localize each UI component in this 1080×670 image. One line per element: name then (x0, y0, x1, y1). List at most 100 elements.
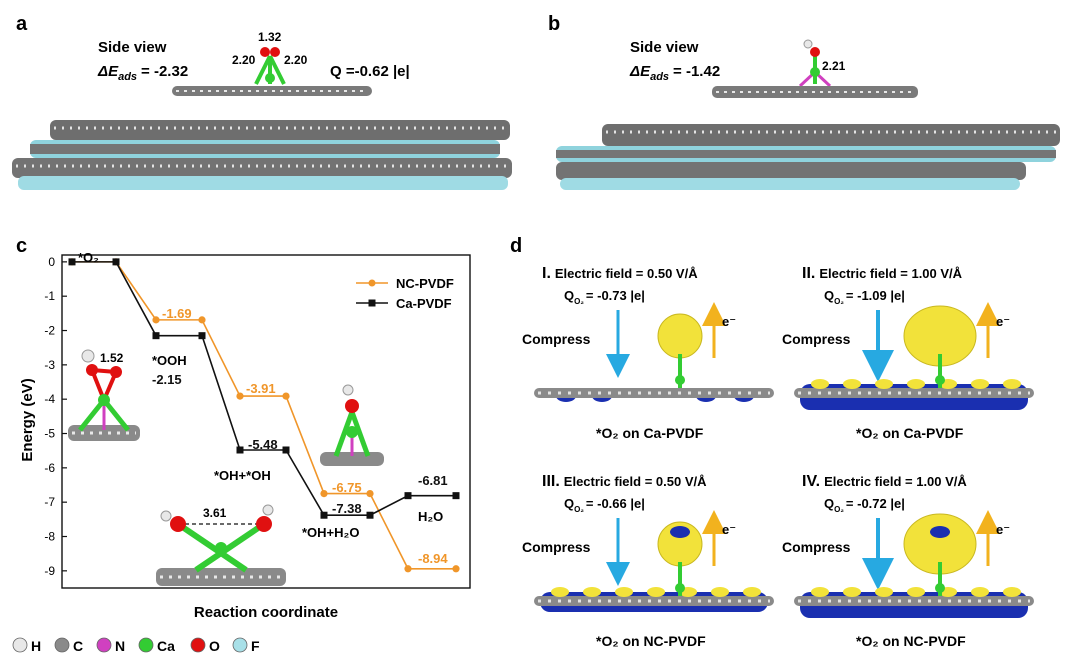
cell-caption: *O₂ on Ca-PVDF (856, 425, 964, 441)
o2-charge-isosurface (657, 313, 703, 359)
legend-atom-label: F (251, 638, 260, 654)
panel-a-bond-left: 2.20 (232, 53, 256, 67)
series-nc-pvdf (68, 258, 460, 573)
inset-oh-oh-bond: 3.61 (203, 506, 227, 520)
charge-density-cell-2: II.Electric field = 1.00 V/Å QO₂= -1.09 |… (782, 265, 1034, 441)
legend-nc-label: NC-PVDF (396, 276, 454, 291)
compress-label: Compress (522, 331, 591, 347)
charge-accumulation-region (907, 379, 925, 389)
inset-oh-structure (320, 384, 384, 466)
state-label-h2o: H₂O (418, 509, 443, 524)
charge-accumulation-region (843, 587, 861, 597)
data-label-ca-4: -6.81 (418, 473, 448, 488)
cell-charge-label: QO₂= -0.66 |e| (564, 496, 645, 514)
data-point (404, 492, 412, 500)
legend-nc-marker (368, 279, 376, 287)
charge-accumulation-region (875, 379, 893, 389)
charge-accumulation-region (843, 379, 861, 389)
legend-atom-o-icon (190, 637, 206, 653)
pvdf-substrate-b (556, 124, 1060, 190)
legend-ca-marker (368, 299, 376, 307)
data-point (320, 511, 328, 519)
data-point (236, 392, 244, 400)
inset-oh-oh-structure: 3.61 (156, 504, 286, 586)
charge-density-cell-4: IV.Electric field = 1.00 V/Å QO₂= -0.72 |… (782, 473, 1034, 649)
charge-accumulation-region (583, 587, 601, 597)
panel-b-dE: ΔEads= -1.42 (629, 63, 720, 83)
legend-atom-c-icon (54, 637, 70, 653)
series-line (72, 261, 456, 570)
y-tick-label: -8 (44, 530, 55, 544)
pvdf-substrate (794, 388, 1034, 398)
data-label-ca-1: -2.15 (152, 372, 182, 387)
charge-accumulation-region (875, 587, 893, 597)
charge-accumulation-region (615, 587, 633, 597)
y-tick-label: 0 (48, 255, 55, 269)
electron-label: e⁻ (722, 522, 736, 537)
legend-atom-h-icon (12, 637, 28, 653)
y-axis-ticks: 0-1-2-3-4-5-6-7-8-9 (44, 255, 67, 578)
charge-accumulation-region (907, 587, 925, 597)
panel-c: c 0-1-2-3-4-5-6-7-8-9 Energy (eV) Reacti… (16, 235, 471, 621)
legend-atom-label: H (31, 638, 41, 654)
panel-b-view-label: Side view (630, 39, 699, 56)
state-label-ooh: *OOH (152, 353, 187, 368)
legend-atom-label: C (73, 638, 83, 654)
y-tick-label: -3 (44, 358, 55, 372)
panel-c-letter: c (16, 235, 27, 257)
data-point (452, 565, 460, 573)
panel-a-letter: a (16, 13, 28, 35)
panel-b-letter: b (548, 13, 560, 35)
panel-a-dE: ΔEads= -2.32 (97, 63, 188, 83)
charge-accumulation-region (711, 587, 729, 597)
cell-field-label: II.Electric field = 1.00 V/Å (802, 265, 963, 282)
o2-on-ca-molecule (254, 47, 286, 85)
charge-accumulation-region (1003, 379, 1021, 389)
charge-accumulation-region (743, 587, 761, 597)
legend-atom-f-icon (232, 637, 248, 653)
electron-label: e⁻ (996, 314, 1010, 329)
legend-atom-label: N (115, 638, 125, 654)
panel-a-bond-oo: 1.32 (258, 30, 282, 44)
data-label-ca-3: -7.38 (332, 501, 362, 516)
panel-a-bond-right: 2.20 (284, 53, 308, 67)
plot-frame (61, 254, 471, 589)
data-point (320, 489, 328, 498)
state-label-oh-oh: *OH+*OH (214, 468, 271, 483)
data-point (366, 489, 374, 498)
y-axis-label: Energy (eV) (19, 378, 36, 461)
panel-a-view-label: Side view (98, 39, 167, 56)
electron-label: e⁻ (996, 522, 1010, 537)
data-point (236, 446, 244, 454)
data-point (198, 316, 206, 324)
data-label-ca-2: -5.48 (248, 437, 278, 452)
x-axis-label: Reaction coordinate (194, 604, 338, 621)
legend-ca-label: Ca-PVDF (396, 296, 452, 311)
data-point (68, 258, 76, 266)
energy-profile-chart: 0-1-2-3-4-5-6-7-8-9 Energy (eV) Reaction… (19, 250, 471, 621)
legend-atom-label: O (209, 638, 220, 654)
series-ca-pvdf (68, 258, 460, 519)
charge-accumulation-region (551, 587, 569, 597)
cell-charge-label: QO₂= -1.09 |e| (824, 288, 905, 306)
legend-atom-n-icon (96, 637, 112, 653)
data-point (452, 492, 460, 500)
cell-caption: *O₂ on Ca-PVDF (596, 425, 704, 441)
panel-a-charge: Q =-0.62 |e| (330, 63, 410, 80)
cell-field-label: IV.Electric field = 1.00 V/Å (802, 473, 967, 490)
pvdf-substrate (534, 388, 774, 398)
charge-accumulation-region (811, 587, 829, 597)
charge-accumulation-region (971, 587, 989, 597)
data-point (198, 332, 206, 340)
inset-ooh-bond: 1.52 (100, 351, 124, 365)
inset-ooh-structure: 1.52 (68, 349, 140, 441)
data-point (282, 392, 290, 400)
data-label-nc-1: -1.69 (162, 306, 192, 321)
data-label-nc-2: -3.91 (246, 381, 276, 396)
pvdf-substrate-a (12, 120, 512, 190)
compress-label: Compress (522, 539, 591, 555)
cell-field-label: I.Electric field = 0.50 V/Å (542, 265, 698, 282)
state-label-o2: *O₂ (78, 250, 99, 265)
cell-charge-label: QO₂= -0.72 |e| (824, 496, 905, 514)
